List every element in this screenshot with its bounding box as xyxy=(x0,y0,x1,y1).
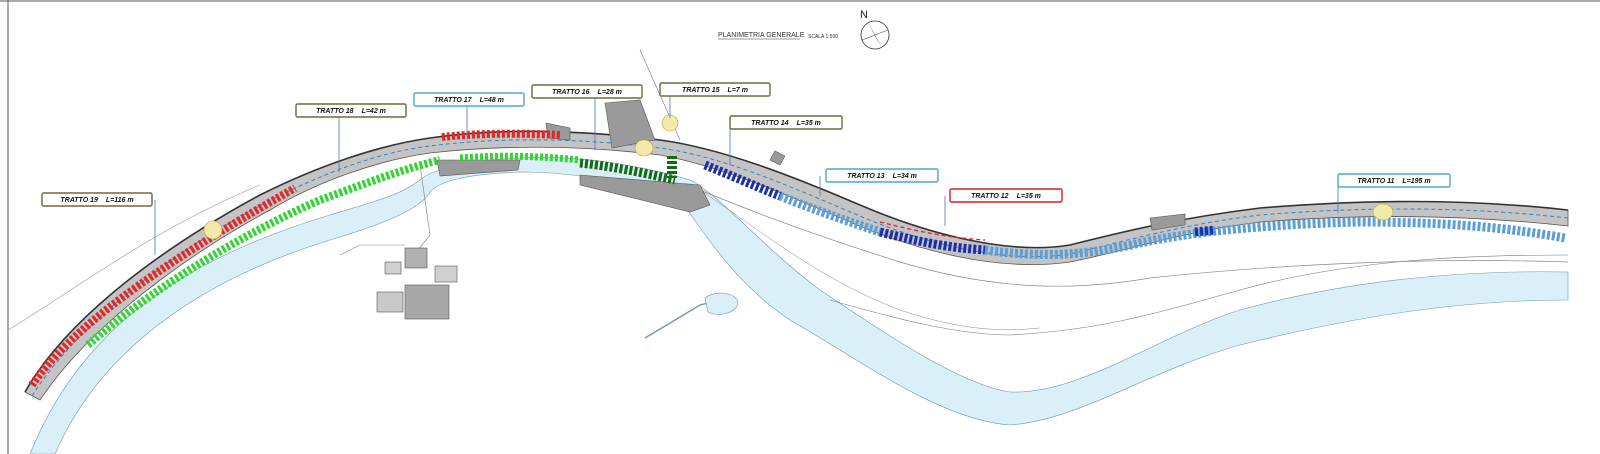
north-label: N xyxy=(860,9,868,21)
tratto-label-text: TRATTO 13 L=34 m xyxy=(847,173,917,180)
tratto-label-text: TRATTO 11 L=195 m xyxy=(1357,178,1430,185)
tratto-length: L=34 m xyxy=(893,173,917,180)
tratto-label-text: TRATTO 12 L=35 m xyxy=(971,193,1041,200)
building xyxy=(404,284,450,320)
tratto-labels: TRATTO 19 L=116 m TRATTO 18 L=42 m TRATTO 17… xyxy=(41,82,1451,207)
secondary-road xyxy=(699,189,1569,287)
tratto-label-box xyxy=(413,92,525,107)
tratto-label-box xyxy=(825,168,939,183)
segment-darkblue-12 xyxy=(878,227,986,255)
building xyxy=(434,265,458,283)
segment-green-19 xyxy=(85,156,441,348)
tratto-name: TRATTO 17 xyxy=(434,97,473,104)
segment-red-19 xyxy=(28,184,297,388)
marker-circle xyxy=(203,220,223,240)
marker-circle xyxy=(634,139,654,157)
tratto-label-box xyxy=(729,115,843,130)
tratto-label-text: TRATTO 17 L=48 m xyxy=(434,97,504,104)
building xyxy=(436,159,521,177)
building xyxy=(769,150,786,166)
tratto-length: L=28 m xyxy=(598,89,622,96)
marker-circle xyxy=(1372,203,1394,221)
tratto-label[interactable]: TRATTO 14 L=35 m xyxy=(729,115,843,130)
tratto-label-box xyxy=(1337,173,1451,188)
buildings xyxy=(376,99,1186,320)
road-centerline xyxy=(31,139,1569,397)
building xyxy=(604,99,656,149)
markers xyxy=(203,114,1394,240)
building xyxy=(1149,213,1186,231)
segment-darkblue-14 xyxy=(703,160,782,201)
building xyxy=(404,247,428,269)
river xyxy=(29,157,1569,454)
tratto-label[interactable]: TRATTO 12 L=35 m xyxy=(949,188,1063,203)
river-bank-line xyxy=(699,189,1041,330)
tratto-length: L=195 m xyxy=(1402,178,1430,185)
tratto-name: TRATTO 11 xyxy=(1357,178,1394,185)
tratto-label-box xyxy=(949,188,1063,203)
pond xyxy=(704,292,739,315)
north-arrow-circle xyxy=(860,20,890,50)
segment-green-17 xyxy=(459,152,581,164)
tratto-name: TRATTO 14 xyxy=(751,120,789,127)
tratto-label-text: TRATTO 16 L=28 m xyxy=(552,89,622,96)
north-arrow: N xyxy=(860,9,890,50)
segment-blue-11 xyxy=(984,217,1566,259)
tratto-label[interactable]: TRATTO 15 L=7 m xyxy=(659,82,771,97)
tratto-label-box xyxy=(531,84,643,99)
tratto-name: TRATTO 18 xyxy=(316,108,354,115)
road-edge xyxy=(24,130,1569,393)
tratto-label[interactable]: TRATTO 11 L=195 m xyxy=(1337,173,1451,188)
tratto-length: L=116 m xyxy=(106,197,134,204)
tratto-label[interactable]: TRATTO 18 L=42 m xyxy=(295,103,407,118)
segment-darkgreen-16 xyxy=(579,158,677,185)
tratto-length: L=7 m xyxy=(728,87,748,94)
tratto-label[interactable]: TRATTO 17 L=48 m xyxy=(413,92,525,107)
tratto-label[interactable]: TRATTO 16 L=28 m xyxy=(531,84,643,99)
tratto-label[interactable]: TRATTO 19 L=116 m xyxy=(41,192,153,207)
tratto-label-box xyxy=(41,192,153,207)
tratto-label-text: TRATTO 19 L=116 m xyxy=(60,197,133,204)
tratto-label[interactable]: TRATTO 13 L=34 m xyxy=(825,168,939,183)
tratto-label-box xyxy=(295,103,407,118)
tratto-label-text: TRATTO 18 L=42 m xyxy=(316,108,386,115)
building xyxy=(384,261,402,275)
river-bank-line xyxy=(829,254,1569,336)
tratto-name: TRATTO 12 xyxy=(971,193,1009,200)
access-line xyxy=(339,244,405,256)
building xyxy=(376,291,404,313)
secondary-road xyxy=(7,184,261,331)
building xyxy=(579,174,711,213)
tratto-label-box xyxy=(659,82,771,97)
tratto-length: L=35 m xyxy=(1017,193,1041,200)
segments xyxy=(28,129,1566,388)
segment-blue-13 xyxy=(778,191,882,237)
north-arrow-axis xyxy=(861,29,889,41)
map-title: PLANIMETRIA GENERALE xyxy=(718,32,805,39)
tratto-length: L=42 m xyxy=(362,108,386,115)
tratto-name: TRATTO 19 xyxy=(60,197,98,204)
tratto-length: L=35 m xyxy=(797,120,821,127)
tratto-name: TRATTO 15 xyxy=(682,87,720,94)
tratto-name: TRATTO 16 xyxy=(552,89,590,96)
map-scale: SCALA 1:500 xyxy=(808,34,838,40)
segment-red-17 xyxy=(441,129,561,141)
tratto-length: L=48 m xyxy=(480,97,504,104)
tratto-label-text: TRATTO 15 L=7 m xyxy=(682,87,748,94)
tratto-name: TRATTO 13 xyxy=(847,173,885,180)
tratto-label-text: TRATTO 14 L=35 m xyxy=(751,120,821,127)
segment-darkblue-11 xyxy=(1194,225,1216,237)
